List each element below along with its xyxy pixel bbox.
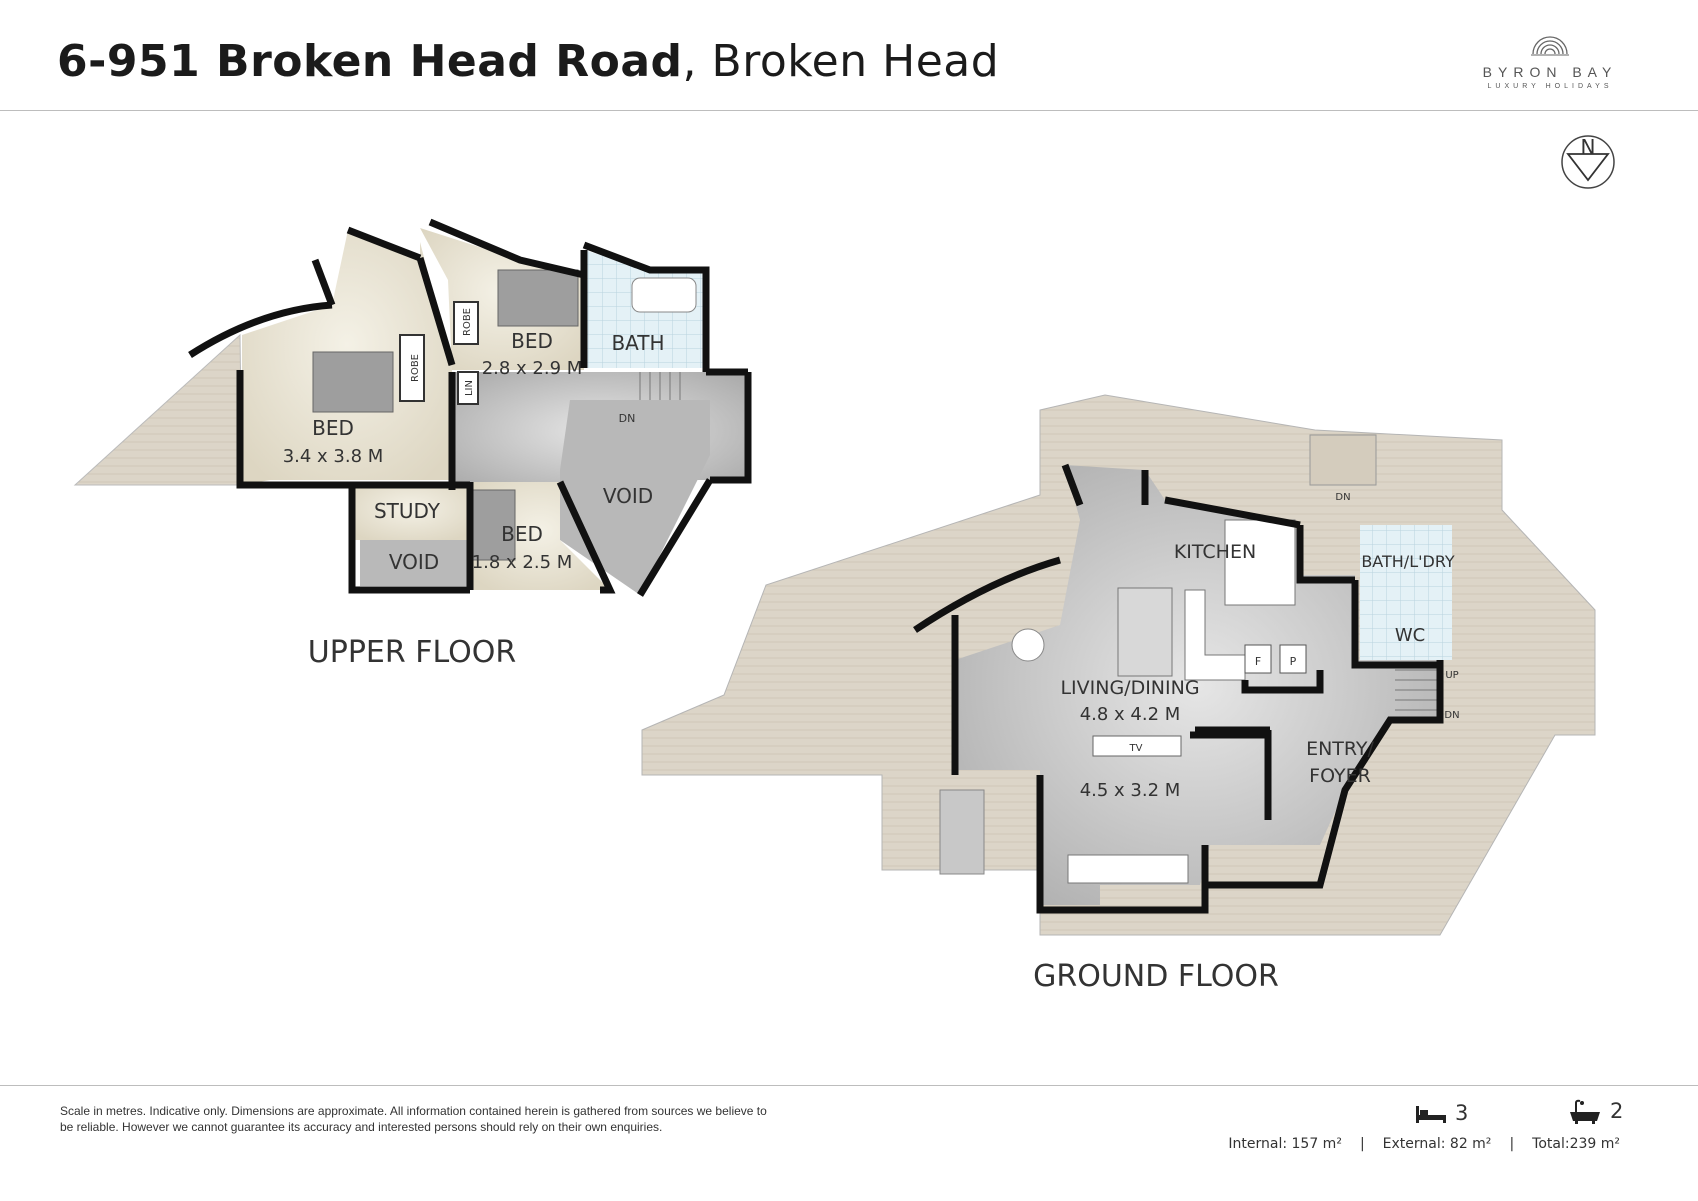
upper-dn-label: DN [619, 412, 636, 425]
upper-void-1-label: VOID [603, 484, 653, 508]
bedrooms-count: 3 [1455, 1101, 1469, 1125]
upper-floor-title: UPPER FLOOR [308, 635, 516, 670]
pantry-label: P [1290, 655, 1297, 668]
area-summary: Internal: 157 m² | External: 82 m² | Total:2… [1228, 1136, 1620, 1152]
upper-void-1 [560, 400, 710, 595]
bed-2-label: BED [511, 329, 553, 353]
header: 6-951 Broken Head Road, Broken Head BYRO… [0, 0, 1698, 111]
study-area [352, 482, 470, 540]
entry-label: ENTRY/ [1306, 738, 1374, 760]
tv-unit [1092, 735, 1182, 757]
upper-void-2 [360, 540, 468, 586]
pantry [1279, 644, 1307, 674]
sun-logo-icon [1531, 36, 1569, 56]
lin-furniture [457, 371, 479, 405]
living-dining-label: LIVING/DINING [1060, 677, 1199, 699]
dn-deck-label: DN [1335, 492, 1350, 503]
deck-stairs [1309, 434, 1377, 486]
north-compass-icon: N [1561, 135, 1615, 189]
robe-2-furniture [453, 301, 479, 345]
round-table [1011, 628, 1045, 662]
ground-interior-floor [955, 465, 1440, 905]
total-area: Total:239 m² [1532, 1136, 1620, 1152]
outdoor-table [939, 789, 985, 875]
kitchen-label: KITCHEN [1174, 541, 1256, 563]
address-street: 6-951 Broken Head Road [57, 36, 683, 87]
bathtub-icon [1570, 1099, 1600, 1124]
bed-2-furniture [497, 269, 579, 327]
upper-deck [73, 333, 243, 486]
address-suburb: , Broken Head [682, 36, 1000, 87]
wc-label: WC [1395, 625, 1425, 646]
ground-floor-title: GROUND FLOOR [1033, 959, 1279, 994]
compass-label: N [1581, 135, 1596, 159]
robe-1-furniture [399, 334, 425, 402]
disclaimer-text: Scale in metres. Indicative only. Dimens… [60, 1104, 767, 1134]
internal-area: Internal: 157 m² [1228, 1136, 1342, 1152]
bed-3-furniture [472, 489, 516, 561]
separator-1: | [1359, 1136, 1365, 1152]
tv-label: TV [1129, 743, 1143, 754]
bed-main-dimensions: 3.4 x 3.8 M [283, 446, 384, 467]
study-label: STUDY [374, 499, 441, 523]
bath-ldry-tiles [1360, 525, 1452, 660]
bath-ldry-label: BATH/L'DRY [1361, 552, 1455, 571]
floor-plans: BED 3.4 x 3.8 M ROBE ROBE LIN BED 2.8 x … [73, 218, 1596, 994]
up-label: UP [1445, 670, 1458, 681]
lounge-dimensions: 4.5 x 3.2 M [1080, 780, 1181, 801]
bath-label: BATH [611, 331, 664, 355]
bathrooms-count: 2 [1610, 1099, 1624, 1123]
robe-1-label: ROBE [410, 354, 421, 382]
upper-walls [188, 218, 752, 597]
external-area: External: 82 m² [1382, 1136, 1492, 1152]
kitchen-bench [1224, 519, 1296, 606]
bed-3-label: BED [501, 522, 543, 546]
upper-floor-plan: BED 3.4 x 3.8 M ROBE ROBE LIN BED 2.8 x … [73, 218, 752, 670]
fridge [1244, 644, 1272, 674]
living-dining-dimensions: 4.8 x 4.2 M [1080, 704, 1181, 725]
bed-main-furniture [312, 351, 394, 413]
bed-main-label: BED [312, 416, 354, 440]
robe-2-label: ROBE [462, 308, 473, 336]
upper-stairs [639, 372, 681, 400]
lin-label: LIN [464, 380, 475, 396]
ground-floor-plan: KITCHEN BATH/L'DRY WC LIVING/DINING 4.8 … [641, 394, 1596, 994]
fridge-label: F [1255, 655, 1261, 668]
footer: Scale in metres. Indicative only. Dimens… [0, 1085, 1698, 1201]
bed-2-dimensions: 2.8 x 2.9 M [482, 358, 583, 379]
foyer-label: FOYER [1309, 765, 1371, 787]
separator-2: | [1509, 1136, 1515, 1152]
upper-void-2-label: VOID [389, 550, 439, 574]
ground-walls [913, 463, 1444, 914]
dining-table [1117, 587, 1173, 677]
entry-stairs [1395, 669, 1440, 711]
bathtub [631, 277, 697, 313]
logo-name: BYRON BAY [1482, 64, 1618, 80]
logo-tagline: LUXURY HOLIDAYS [1487, 83, 1613, 90]
bedrooms-stat: 3 [1415, 1101, 1468, 1125]
property-address: 6-951 Broken Head Road, Broken Head [57, 36, 999, 87]
bed-icon [1416, 1106, 1446, 1123]
bed-3-dimensions: 1.8 x 2.5 M [472, 552, 573, 573]
sofa [1067, 854, 1189, 884]
brand-logo: BYRON BAY LUXURY HOLIDAYS [1455, 28, 1645, 90]
dn-entry-label: DN [1444, 710, 1459, 721]
bathrooms-stat: 2 [1568, 1099, 1623, 1125]
